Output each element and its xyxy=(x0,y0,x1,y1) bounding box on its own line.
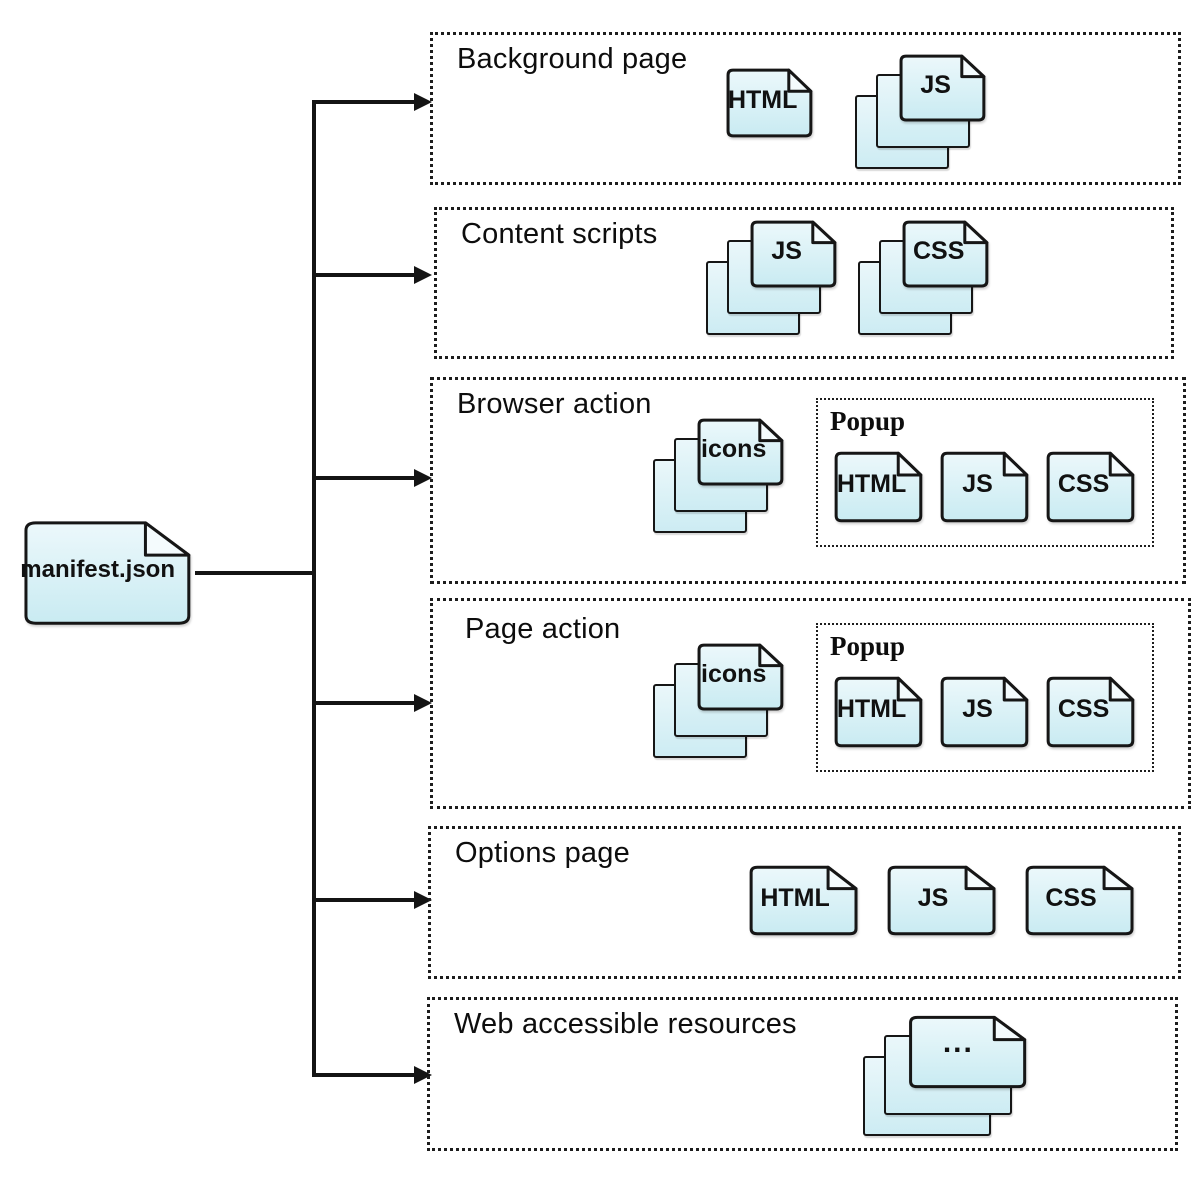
js-file-icon: JS xyxy=(884,864,998,937)
connector-branch-content xyxy=(312,273,415,277)
arrow-browser-action xyxy=(414,469,432,487)
popup-title: Popup xyxy=(830,406,906,436)
connector-trunk xyxy=(312,100,316,1077)
js-file-icon: JS xyxy=(938,450,1030,524)
section-page-action: Page action xyxy=(430,598,1191,809)
html-file-icon: HTML xyxy=(832,450,924,524)
popup-box-browser-action: Popup HTML JS xyxy=(816,398,1154,547)
stack-front-page: CSS xyxy=(900,219,990,289)
css-file-icon: CSS xyxy=(1022,864,1136,937)
css-file-stack-icon: CSS xyxy=(858,219,990,335)
js-file-stack-icon: JS xyxy=(706,219,838,335)
arrow-background-page xyxy=(414,93,432,111)
html-file-icon: HTML xyxy=(746,864,860,937)
connector-branch-page-action xyxy=(312,701,415,705)
section-content-scripts: Content scripts xyxy=(434,207,1174,359)
icons-file-stack-icon: icons xyxy=(653,417,785,533)
stack-front-page: JS xyxy=(897,53,987,123)
stack-front-page: icons xyxy=(695,642,785,712)
section-title-options-page: Options page xyxy=(455,837,630,869)
stack-front-page: ... xyxy=(905,1014,1029,1090)
section-options-page: Options page xyxy=(428,826,1181,979)
html-file-icon: HTML xyxy=(832,675,924,749)
connector-branch-web-resources xyxy=(312,1073,415,1077)
section-title-web-accessible-resources: Web accessible resources xyxy=(454,1008,797,1040)
js-file-icon: JS xyxy=(938,675,1030,749)
arrow-page-action xyxy=(414,694,432,712)
resources-file-stack-icon: ... xyxy=(863,1014,1029,1136)
section-title-page-action: Page action xyxy=(465,613,621,645)
css-file-icon: CSS xyxy=(1044,675,1136,749)
connector-manifest-to-trunk xyxy=(195,571,315,575)
section-title-content-scripts: Content scripts xyxy=(461,218,658,250)
js-file-stack-icon: JS xyxy=(855,53,987,169)
html-file-icon: HTML xyxy=(724,67,814,139)
stack-front-page: JS xyxy=(748,219,838,289)
connector-branch-background xyxy=(312,100,415,104)
section-web-accessible-resources: Web accessible resources xyxy=(427,997,1178,1151)
connector-branch-options xyxy=(312,898,415,902)
section-browser-action: Browser action xyxy=(430,377,1186,584)
section-background-page: Background page xyxy=(430,32,1181,185)
manifest-json-node: manifest.json xyxy=(18,518,195,628)
popup-box-page-action: Popup HTML JS xyxy=(816,623,1154,772)
arrow-content-scripts xyxy=(414,266,432,284)
manifest-json-label: manifest.json xyxy=(20,555,175,583)
section-title-browser-action: Browser action xyxy=(457,388,652,420)
section-title-background-page: Background page xyxy=(457,43,688,75)
stack-front-page: icons xyxy=(695,417,785,487)
connector-branch-browser-action xyxy=(312,476,415,480)
arrow-options-page xyxy=(414,891,432,909)
icons-file-stack-icon: icons xyxy=(653,642,785,758)
popup-title: Popup xyxy=(830,631,906,661)
css-file-icon: CSS xyxy=(1044,450,1136,524)
